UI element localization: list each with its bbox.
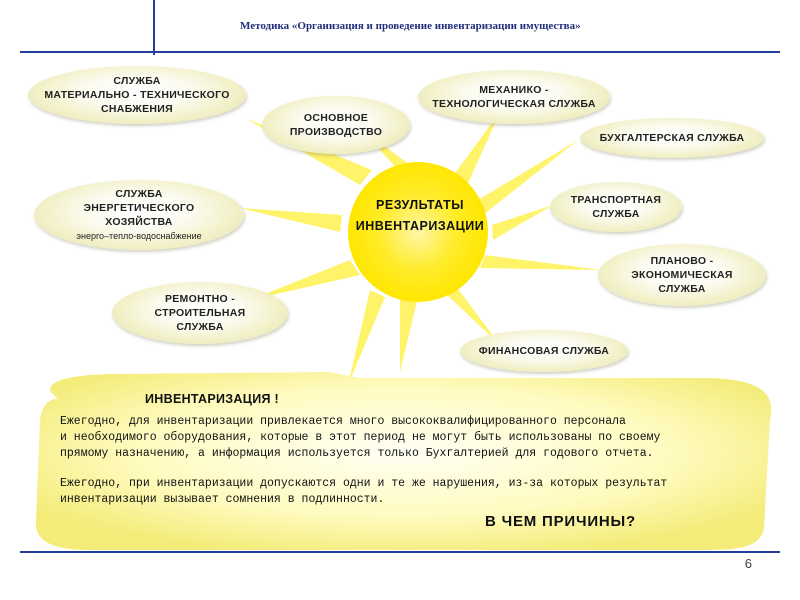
node-production-line1: ОСНОВНОЕ	[303, 112, 369, 124]
node-mechanical-line1: МЕХАНИКО -	[479, 84, 549, 96]
node-accounting: БУХГАЛТЕРСКАЯ СЛУЖБА	[580, 118, 764, 158]
node-energy-line3: ХОЗЯЙСТВА	[105, 216, 173, 228]
node-repair-line3: СЛУЖБА	[176, 321, 224, 333]
node-mechanical-line2: ТЕХНОЛОГИЧЕСКАЯ СЛУЖБА	[432, 98, 596, 110]
node-planning-line2: ЭКОНОМИЧЕСКАЯ	[631, 269, 733, 281]
ray-planning	[480, 255, 602, 270]
node-supply: СЛУЖБА МАТЕРИАЛЬНО - ТЕХНИЧЕСКОГО СНАБЖЕ…	[28, 66, 246, 124]
node-repair-line2: СТРОИТЕЛЬНАЯ	[154, 307, 246, 319]
node-supply-line3: СНАБЖЕНИЯ	[101, 103, 173, 115]
ray-transport	[492, 205, 553, 240]
panel-p1-line1: Ежегодно, для инвентаризации привлекаетс…	[60, 415, 626, 428]
node-transport-line1: ТРАНСПОРТНАЯ	[570, 194, 662, 206]
header-vertical-rule	[153, 0, 155, 55]
ray-repair	[250, 260, 360, 300]
node-planning-line3: СЛУЖБА	[658, 283, 706, 295]
node-repair: РЕМОНТНО - СТРОИТЕЛЬНАЯ СЛУЖБА	[112, 282, 288, 344]
ray-down	[400, 295, 418, 372]
sun-circle	[348, 162, 488, 302]
node-production-line2: ПРОИЗВОДСТВО	[289, 126, 383, 138]
node-repair-line1: РЕМОНТНО -	[164, 293, 236, 305]
panel-p2-line2: инвентаризации вызывает сомнения в подли…	[60, 493, 385, 506]
node-planning: ПЛАНОВО - ЭКОНОМИЧЕСКАЯ СЛУЖБА	[598, 244, 766, 306]
node-mechanical: МЕХАНИКО - ТЕХНОЛОГИЧЕСКАЯ СЛУЖБА	[418, 70, 610, 124]
node-energy-line1: СЛУЖБА	[115, 188, 163, 200]
sun-label: РЕЗУЛЬТАТЫ ИНВЕНТАРИЗАЦИИ	[340, 195, 500, 237]
ray-down-left	[348, 290, 385, 385]
node-planning-line1: ПЛАНОВО -	[650, 255, 714, 267]
ray-finance	[445, 285, 500, 345]
node-energy-line2: ЭНЕРГЕТИЧЕСКОГО	[83, 202, 195, 214]
sun-rays	[240, 112, 602, 385]
node-production: ОСНОВНОЕ ПРОИЗВОДСТВО	[262, 96, 410, 154]
node-supply-line1: СЛУЖБА	[113, 75, 161, 87]
slide-header: Методика «Организация и проведение инвен…	[240, 20, 581, 32]
node-energy-subtitle: энерго–тепло-водоснабжение	[76, 231, 202, 241]
page-number: 6	[744, 556, 752, 571]
panel-question: В ЧЕМ ПРИЧИНЫ?	[485, 513, 636, 530]
node-supply-line2: МАТЕРИАЛЬНО - ТЕХНИЧЕСКОГО	[44, 89, 230, 101]
panel-p1-line2: и необходимого оборудования, которые в э…	[60, 431, 661, 444]
ray-accounting	[478, 140, 578, 214]
node-accounting-line1: БУХГАЛТЕРСКАЯ СЛУЖБА	[599, 132, 745, 144]
panel-p1-line3: прямому назначению, а информация использ…	[60, 447, 654, 460]
node-transport-line2: СЛУЖБА	[592, 208, 640, 220]
footer-rule	[20, 551, 780, 553]
node-finance-line1: ФИНАНСОВАЯ СЛУЖБА	[478, 345, 610, 357]
node-finance: ФИНАНСОВАЯ СЛУЖБА	[460, 330, 628, 372]
ray-mechanical	[450, 112, 500, 190]
node-energy: СЛУЖБА ЭНЕРГЕТИЧЕСКОГО ХОЗЯЙСТВА энерго–…	[34, 180, 244, 250]
sun-label-line2: ИНВЕНТАРИЗАЦИИ	[355, 219, 485, 233]
node-transport: ТРАНСПОРТНАЯ СЛУЖБА	[550, 182, 682, 232]
panel-title: ИНВЕНТАРИЗАЦИЯ !	[145, 392, 279, 406]
ray-energy	[240, 208, 342, 232]
sun-label-line1: РЕЗУЛЬТАТЫ	[376, 198, 464, 212]
panel-p2-line1: Ежегодно, при инвентаризации допускаются…	[60, 477, 668, 490]
header-rule	[20, 51, 780, 53]
info-panel-bg	[35, 372, 772, 550]
